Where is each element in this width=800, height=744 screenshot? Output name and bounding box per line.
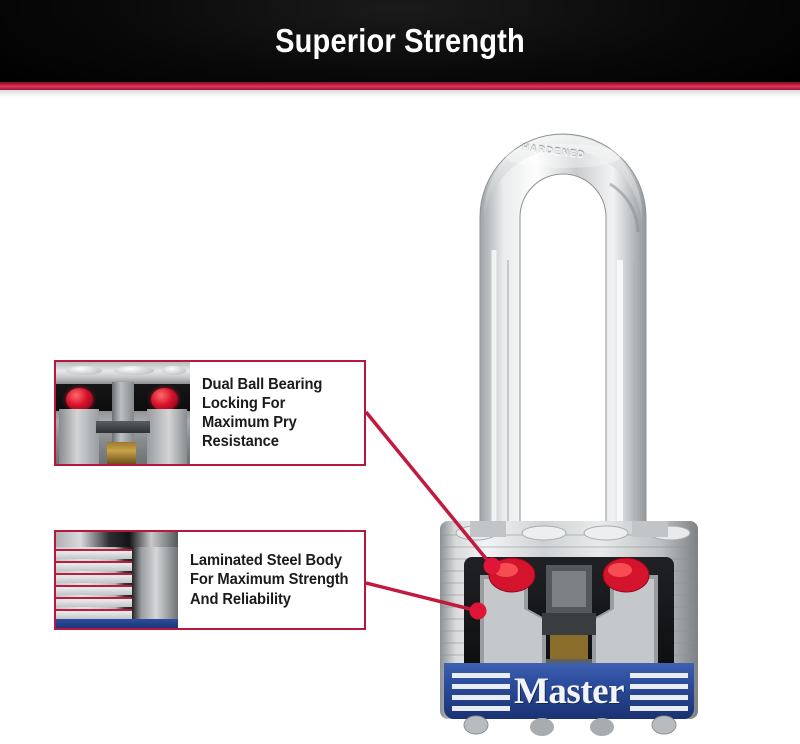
shackle: HARDENED (460, 110, 666, 531)
callout-thumbnail-laminations (56, 532, 178, 628)
callout-text-block: Laminated Steel Body For Maximum Strengt… (178, 532, 364, 628)
callout-text-block: Dual Ball Bearing Locking For Maximum Pr… (190, 362, 364, 464)
accent-stripe (0, 82, 800, 90)
header-banner: Superior Strength (0, 0, 800, 82)
page-title: Superior Strength (275, 22, 525, 59)
lock-body: Master (434, 513, 704, 739)
callout-thumbnail-ball-bearings (56, 362, 190, 464)
header-sheen (0, 0, 800, 82)
brand-logo-text: Master (514, 671, 625, 712)
callout-label-2: Laminated Steel Body For Maximum Strengt… (190, 552, 349, 608)
stripe-shadow (0, 90, 800, 97)
callout-dual-ball-bearing: Dual Ball Bearing Locking For Maximum Pr… (54, 360, 366, 466)
padlock-image: HARDENED (424, 100, 714, 739)
callout-laminated-steel-body: Laminated Steel Body For Maximum Strengt… (54, 530, 366, 630)
callout-label-1: Dual Ball Bearing Locking For Maximum Pr… (202, 375, 323, 451)
